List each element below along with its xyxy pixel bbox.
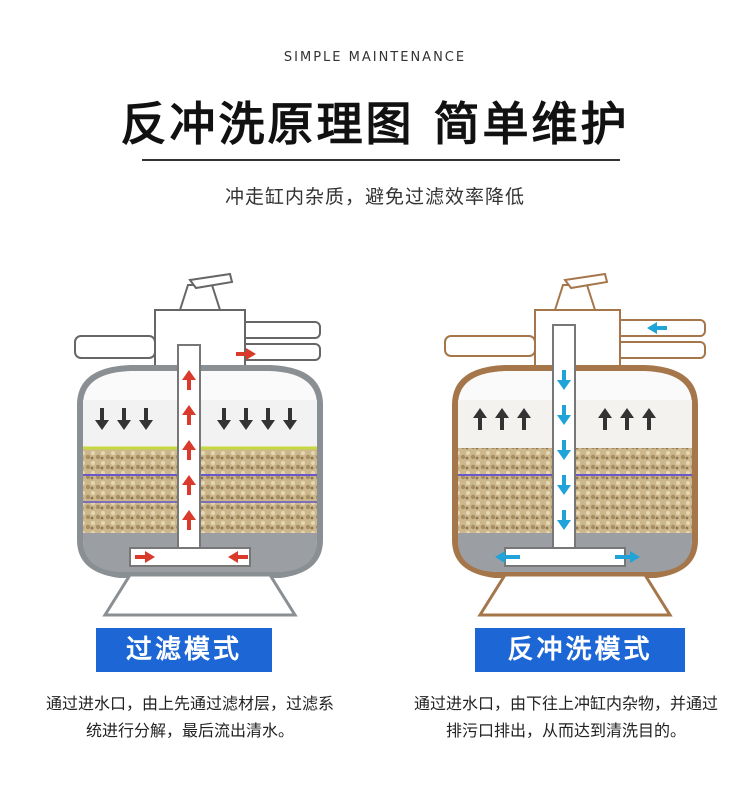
filter-mode-diagram bbox=[60, 270, 340, 620]
flow-arrows-down bbox=[495, 322, 667, 563]
filter-mode-label: 过滤模式 bbox=[96, 628, 272, 672]
lateral-pipe bbox=[504, 547, 626, 567]
page-subtitle: 冲走缸内杂质，避免过滤效率降低 bbox=[224, 186, 525, 208]
flow-arrows-down bbox=[95, 408, 297, 430]
page-title: 反冲洗原理图 简单维护 bbox=[120, 97, 630, 151]
eyebrow-text: SIMPLE MAINTENANCE bbox=[283, 50, 467, 65]
filter-mode-description: 通过进水口，由上先通过滤材层，过滤系统进行分解，最后流出清水。 bbox=[45, 694, 334, 740]
lateral-pipe bbox=[129, 547, 251, 567]
multiport-valve bbox=[534, 272, 621, 381]
inlet-outlet-pipes bbox=[74, 321, 321, 361]
flow-arrows-up bbox=[473, 408, 656, 430]
backwash-mode-diagram bbox=[435, 270, 715, 620]
tank-base bbox=[102, 573, 298, 617]
tank-base bbox=[477, 573, 673, 617]
backwash-mode-label: 反冲洗模式 bbox=[475, 628, 685, 672]
backwash-mode-description: 通过进水口，由下往上冲缸内杂物，并通过排污口排出，从而达到清洗目的。 bbox=[413, 694, 718, 740]
title-divider bbox=[142, 159, 620, 161]
flow-arrows-up bbox=[135, 348, 256, 563]
